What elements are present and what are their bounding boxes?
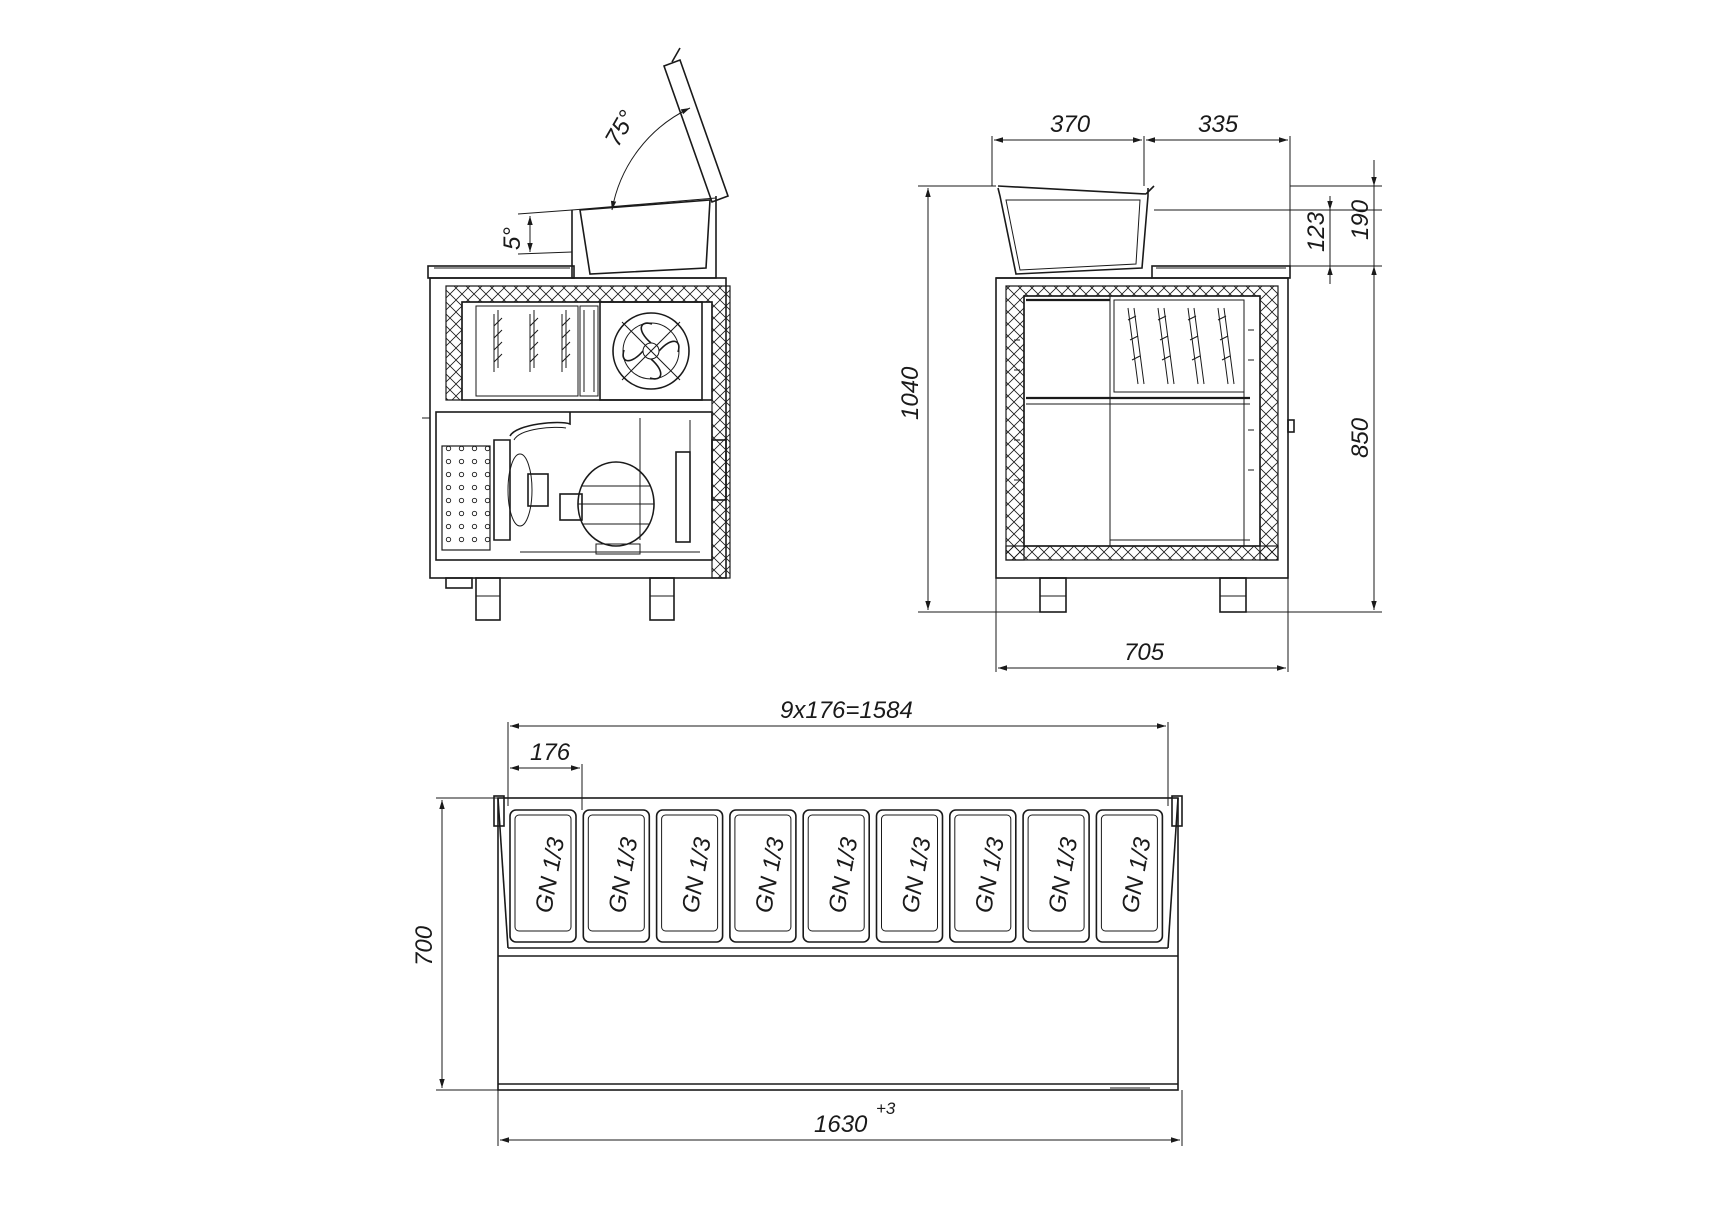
- top-body-outline: [497, 797, 1179, 1091]
- gn-pan-9: GN 1/3: [1095, 809, 1164, 943]
- gn-pan-label: GN 1/3: [1117, 835, 1157, 915]
- refrigerant-pipe: [509, 412, 571, 437]
- top-view: GN 1/3 GN 1/3 GN 1/3 GN 1/3 GN 1/3 GN 1/3 GN 1…: [493, 795, 1183, 1091]
- gn-pan-label: GN 1/3: [604, 835, 644, 915]
- gn-pan-2: GN 1/3: [582, 809, 651, 943]
- lid-angle-arc: [610, 107, 691, 211]
- gn-pan-label: GN 1/3: [824, 835, 864, 915]
- dim-depth: 705: [1124, 639, 1165, 666]
- front-foot-left: [1039, 577, 1067, 613]
- dim-total-pitch: 9x176=1584: [780, 697, 913, 724]
- front-pan: [997, 187, 1149, 275]
- side-view: 75° 5°: [422, 47, 731, 621]
- tilt-angle-label: 5°: [499, 227, 526, 250]
- lid-angle-label: 75°: [600, 106, 642, 151]
- gn-pan-5: GN 1/3: [802, 809, 871, 943]
- dim-length-tolerance: +3: [876, 1099, 896, 1118]
- condenser-fan: [493, 439, 511, 541]
- gn-pan-1: GN 1/3: [509, 809, 577, 943]
- gn-pan-3: GN 1/3: [655, 809, 724, 943]
- gn-pan-label: GN 1/3: [897, 835, 937, 915]
- gn-pan-8: GN 1/3: [1022, 809, 1090, 943]
- front-interior: [1023, 295, 1261, 547]
- front-view: [995, 185, 1295, 613]
- side-foot-left: [475, 577, 501, 621]
- dim-top-depth: 700: [411, 925, 438, 966]
- evaporator-fan-housing: [599, 301, 703, 401]
- gn-pan-label: GN 1/3: [1043, 835, 1083, 915]
- gn-pan-6: GN 1/3: [875, 809, 944, 943]
- side-foot-right: [649, 577, 675, 621]
- dim-width-right: 335: [1198, 111, 1239, 138]
- top-view-dimensions: 9x176=1584 176 700 1630 +3: [411, 697, 1183, 1146]
- dim-body-height: 850: [1347, 417, 1374, 458]
- condenser-grille: [441, 445, 491, 551]
- gn-pan-label: GN 1/3: [677, 835, 717, 915]
- evaporator-chamber: [461, 301, 713, 401]
- receiver-tank: [675, 451, 691, 543]
- gn-pan-label: GN 1/3: [750, 835, 790, 915]
- gn-pan-label: GN 1/3: [530, 835, 570, 915]
- front-insulation: [1005, 285, 1279, 561]
- side-gn-pan: [579, 199, 711, 275]
- gn-pan-7: GN 1/3: [948, 809, 1017, 943]
- dim-total-height: 1040: [897, 366, 924, 420]
- evaporator-fan-icon: [612, 312, 690, 390]
- gn-pan-label: GN 1/3: [970, 835, 1010, 915]
- dim-pan-depth: 123: [1303, 211, 1330, 252]
- dim-top-height: 190: [1347, 199, 1374, 240]
- dim-pitch: 176: [530, 739, 571, 766]
- front-view-dimensions: 370 335 1040 123 190 850 705: [897, 111, 1382, 672]
- dim-width-left: 370: [1050, 111, 1091, 138]
- dim-length: 1630: [814, 1111, 868, 1138]
- gn-pan-4: GN 1/3: [729, 809, 797, 943]
- side-lid: [662, 58, 730, 204]
- front-foot-right: [1219, 577, 1247, 613]
